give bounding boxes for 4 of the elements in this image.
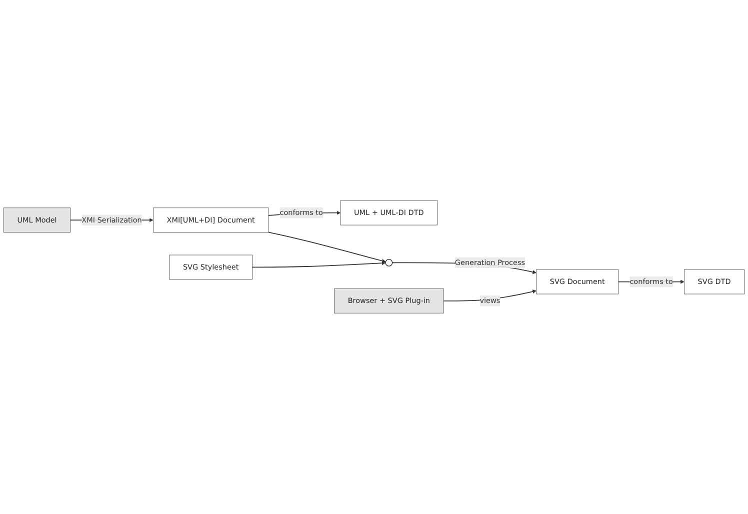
arrow: [443, 290, 536, 302]
node-circle: [385, 259, 393, 267]
arrow: [268, 232, 386, 263]
arrow: [252, 261, 386, 268]
